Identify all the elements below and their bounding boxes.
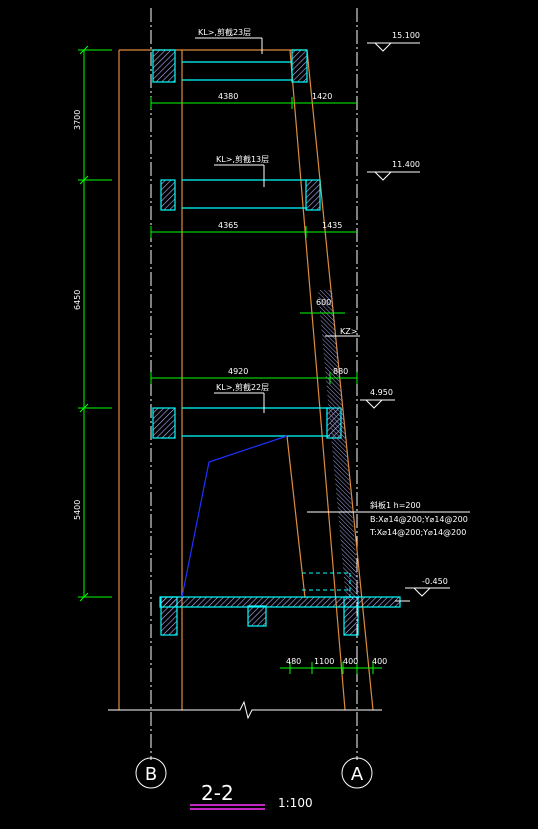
inclined-slab-hatch (318, 290, 360, 600)
blue-lines (181, 435, 288, 598)
beam-label-2: KL>,剪截13层 (216, 154, 269, 164)
dim-1420: 1420 (312, 92, 332, 101)
ground-slab (159, 596, 410, 608)
dim-6450: 6450 (73, 290, 82, 310)
dim-5400: 5400 (73, 500, 82, 520)
ground-break-line (108, 700, 382, 720)
leader-lines (195, 37, 470, 513)
horizontal-dimensions (150, 97, 382, 674)
dim-600: 600 (316, 298, 331, 307)
drawing-title: 2-2 1:100 (190, 781, 313, 810)
axis-bubble-a: A (341, 757, 373, 789)
level-label-4: -0.450 (422, 577, 448, 586)
dim-480: 480 (286, 657, 301, 666)
kz-label: KZ> (340, 327, 357, 336)
dim-400-b: 400 (372, 657, 387, 666)
level-label-2: 11.400 (392, 160, 420, 169)
axis-label-a: A (351, 764, 364, 785)
axis-label-b: B (145, 764, 157, 785)
dim-1435: 1435 (322, 221, 342, 230)
dim-880: 880 (333, 367, 348, 376)
inclined-slab-edge (286, 435, 306, 599)
level-label-3: 4.950 (370, 388, 393, 397)
axis-bubble-b: B (135, 757, 167, 789)
level-label-1: 15.100 (392, 31, 420, 40)
beam-label-3: KL>,剪截22层 (216, 382, 269, 392)
vertical-dimension (78, 45, 112, 602)
slab-note-line-2: B:X⌀14@200;Y⌀14@200 (370, 515, 468, 524)
dim-1100: 1100 (314, 657, 334, 666)
slab-note-line-3: T:X⌀14@200;Y⌀14@200 (369, 528, 466, 537)
title-scale: 1:100 (278, 796, 313, 810)
dim-3700: 3700 (73, 110, 82, 130)
slab-note-line-1: 斜板1 h=200 (370, 500, 421, 510)
dim-4380: 4380 (218, 92, 238, 101)
dim-400-a: 400 (343, 657, 358, 666)
beams (182, 61, 330, 437)
dim-4920: 4920 (228, 367, 248, 376)
dim-4365: 4365 (218, 221, 238, 230)
base-dashed-lines (302, 572, 351, 600)
beam-label-1: KL>,剪截23层 (198, 27, 251, 37)
level-marks (360, 42, 450, 597)
title-name: 2-2 (201, 781, 234, 805)
